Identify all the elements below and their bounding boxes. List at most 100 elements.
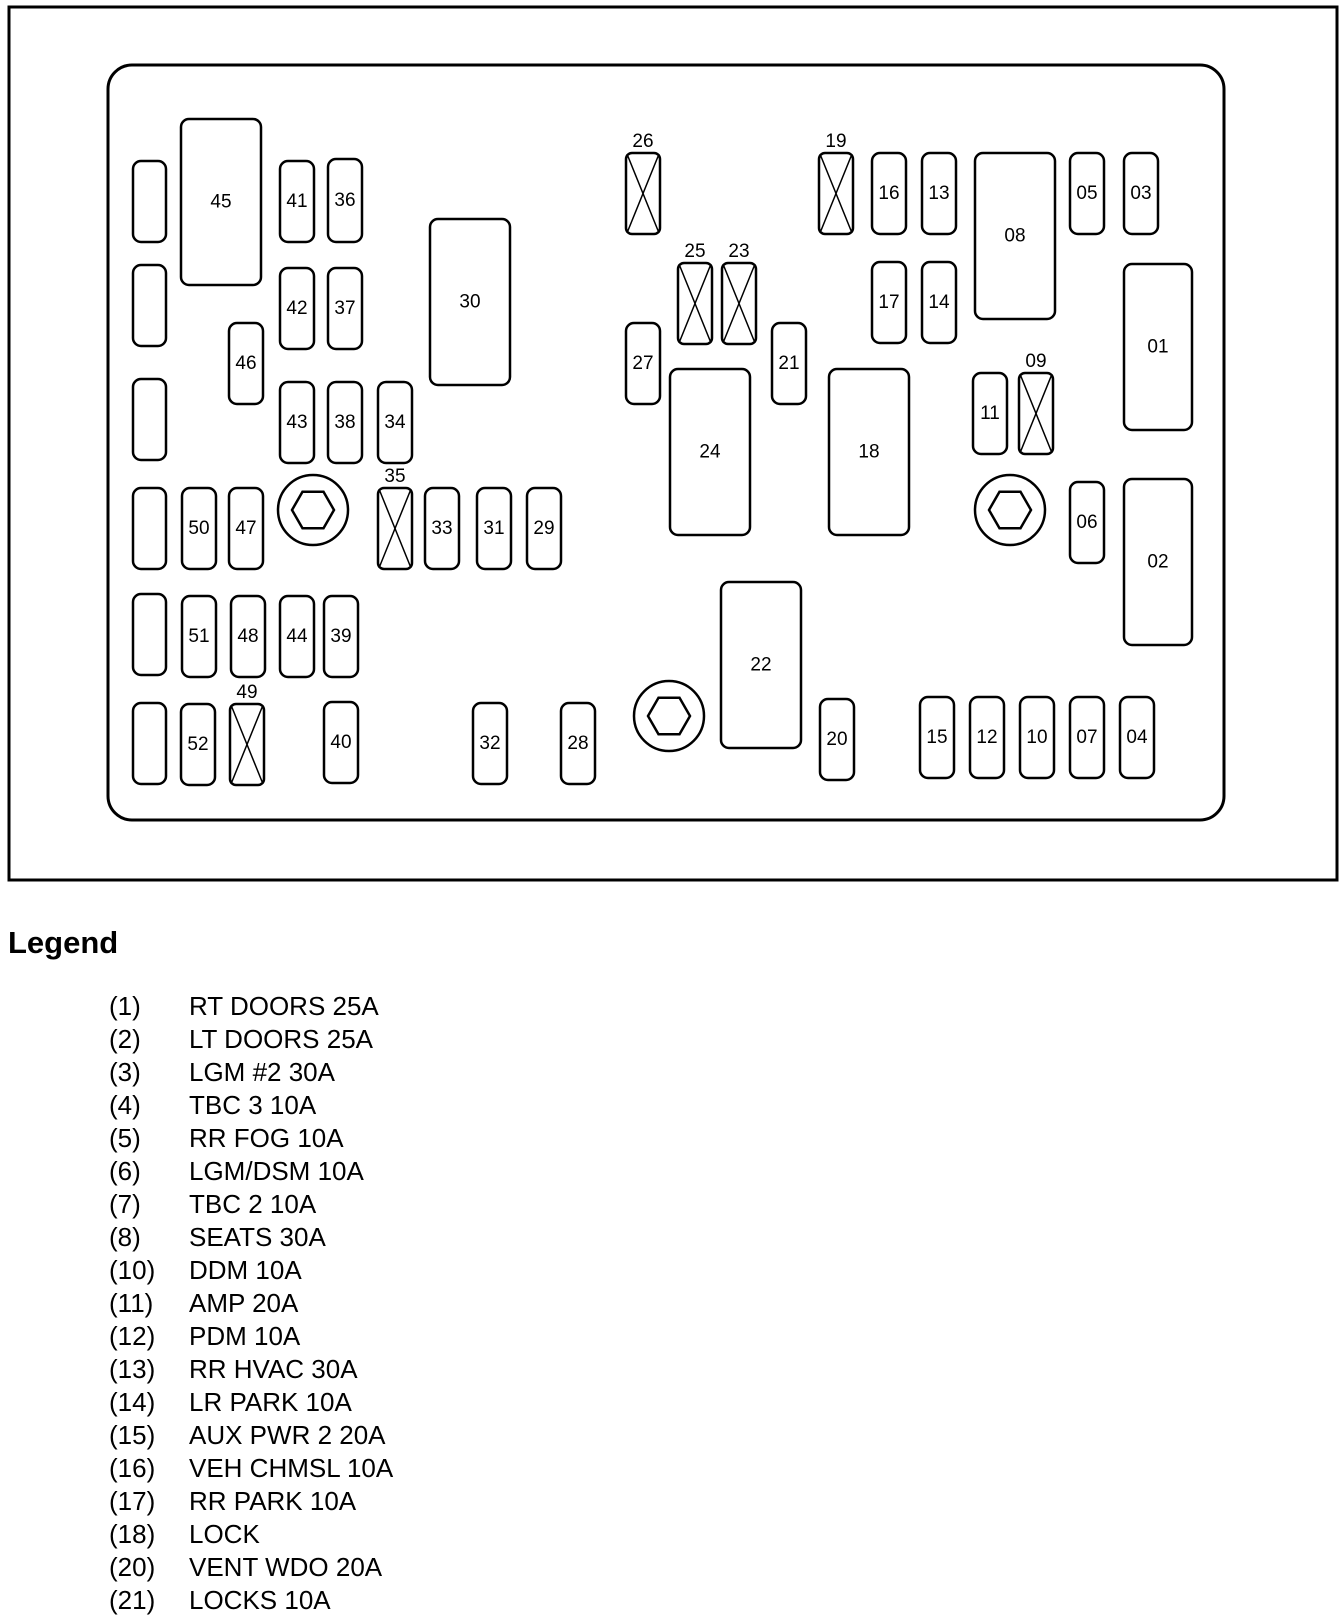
slot-label: 25 [684, 241, 705, 262]
legend-item-number: (20) [109, 1552, 156, 1582]
mounting-bolt-2 [632, 679, 706, 753]
fuse-22: 22 [719, 580, 803, 750]
fuse-29: 29 [525, 486, 563, 571]
fuse-43: 43 [278, 380, 316, 465]
slot-cross-line [678, 263, 712, 344]
legend-item-text: DDM 10A [189, 1255, 302, 1285]
legend-item-number: (6) [109, 1156, 141, 1186]
fuse-label: 20 [826, 729, 847, 750]
fuse-label: 39 [330, 626, 351, 647]
hex-head-icon [290, 490, 336, 530]
fuse-label: 46 [235, 353, 256, 374]
fuse-01: 01 [1122, 262, 1194, 432]
fuse-body [180, 594, 218, 679]
fuse-body [1118, 695, 1156, 780]
legend-item-number: (3) [109, 1057, 141, 1087]
fuse-body [525, 486, 563, 571]
fuse-label: 14 [928, 292, 950, 313]
fuse-body [1068, 695, 1106, 780]
legend-item-text: LGM/DSM 10A [189, 1156, 364, 1186]
legend-item-text: VEH CHMSL 10A [189, 1453, 394, 1483]
legend-item-number: (2) [109, 1024, 141, 1054]
legend-item: (5)RR FOG 10A [109, 1122, 393, 1155]
empty-slot-35: 35 [376, 466, 414, 571]
fuse-label: 04 [1126, 727, 1148, 748]
fuse-46: 46 [227, 321, 265, 406]
fuse-41: 41 [278, 159, 316, 244]
fuse-blank-5 [131, 592, 168, 677]
fuse-body [227, 486, 265, 571]
fuse-label: 11 [980, 403, 1000, 424]
fuse-37: 37 [326, 266, 364, 351]
legend-item-number: (17) [109, 1486, 156, 1516]
fuse-label: 08 [1004, 226, 1025, 247]
empty-slot-25: 25 [676, 241, 714, 346]
legend-item-text: TBC 3 10A [189, 1090, 317, 1120]
legend-item-number: (12) [109, 1321, 156, 1351]
fuse-body [1068, 151, 1106, 236]
legend-item: (10)DDM 10A [109, 1254, 393, 1287]
legend-item-number: (11) [109, 1288, 154, 1318]
fuse-label: 31 [483, 518, 504, 539]
slot-label: 23 [728, 241, 749, 262]
fuse-12: 12 [968, 695, 1006, 780]
fuse-body [131, 263, 168, 348]
fuse-body [278, 594, 316, 679]
fuse-52: 52 [179, 702, 217, 787]
fuse-40: 40 [322, 700, 360, 785]
legend-item-text: AUX PWR 2 20A [189, 1420, 386, 1450]
slot-label: 35 [384, 466, 405, 487]
fuse-body [475, 486, 513, 571]
legend-list: (1)RT DOORS 25A(2)LT DOORS 25A(3)LGM #2 … [109, 990, 393, 1617]
fuse-blank-6 [131, 701, 168, 786]
legend-item-text: LT DOORS 25A [189, 1024, 373, 1054]
fuse-body [918, 695, 956, 780]
fuse-body [180, 486, 218, 571]
slot-label: 26 [632, 131, 653, 152]
legend-item: (3)LGM #2 30A [109, 1056, 393, 1089]
legend-item-number: (8) [109, 1222, 141, 1252]
fuse-28: 28 [559, 701, 597, 786]
fuse-body [1122, 477, 1194, 647]
fuse-body [131, 592, 168, 677]
fuse-body [971, 371, 1009, 456]
fuse-04: 04 [1118, 695, 1156, 780]
fuse-body [423, 486, 461, 571]
legend-item-text: TBC 2 10A [189, 1189, 317, 1219]
fuse-32: 32 [471, 701, 509, 786]
slot-label: 19 [825, 131, 846, 152]
fuse-label: 43 [286, 412, 307, 433]
fuse-06: 06 [1068, 480, 1106, 565]
fuse-label: 02 [1147, 552, 1168, 573]
legend-item-text: LOCK [189, 1519, 260, 1549]
fuse-label: 28 [567, 733, 588, 754]
legend-item: (21)LOCKS 10A [109, 1584, 393, 1617]
legend-item-number: (7) [109, 1189, 141, 1219]
fuse-body [131, 377, 168, 462]
fuse-38: 38 [326, 380, 364, 465]
fuse-label: 41 [286, 191, 307, 212]
fuse-39: 39 [322, 594, 360, 679]
legend-item-text: SEATS 30A [189, 1222, 326, 1252]
fuse-body [719, 580, 803, 750]
fuse-blank-4 [131, 486, 168, 571]
legend-item: (20)VENT WDO 20A [109, 1551, 393, 1584]
fuse-48: 48 [229, 594, 267, 679]
fuse-label: 38 [334, 412, 355, 433]
legend-item: (15)AUX PWR 2 20A [109, 1419, 393, 1452]
fuse-21: 21 [770, 321, 808, 406]
fuse-label: 36 [334, 190, 355, 211]
fuse-body [624, 321, 662, 406]
fuse-label: 27 [632, 353, 653, 374]
fuse-33: 33 [423, 486, 461, 571]
fuse-51: 51 [180, 594, 218, 679]
fuse-label: 42 [286, 298, 307, 319]
fuse-body [968, 695, 1006, 780]
fuse-13: 13 [920, 151, 958, 236]
fuse-11: 11 [971, 371, 1009, 456]
fuse-label: 33 [431, 518, 452, 539]
diagram-frame [7, 5, 1339, 882]
legend-item: (13)RR HVAC 30A [109, 1353, 393, 1386]
fuse-body [278, 380, 316, 465]
